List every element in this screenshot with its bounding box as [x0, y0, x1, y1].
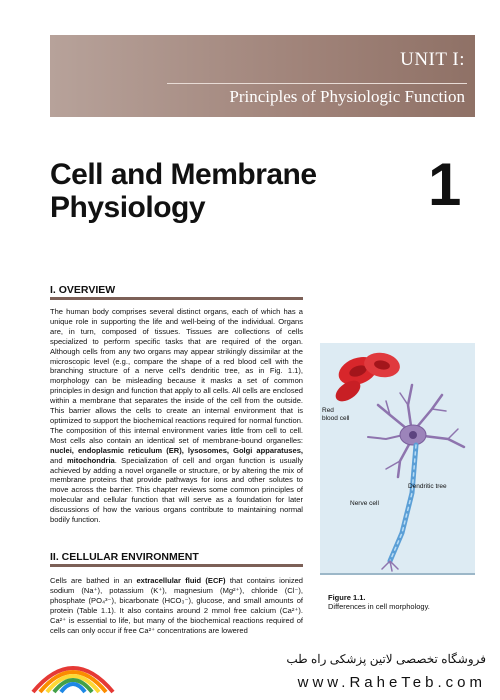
overview-paragraph: The human body comprises several distinc… [50, 307, 303, 525]
section-rule-overview [50, 297, 303, 300]
chapter-title-line-2: Physiology [50, 191, 206, 224]
store-footer: فروشگاه تخصصی لاتین پزشکی راه طب www.Rah… [0, 642, 500, 700]
overview-text-a: The human body comprises several distinc… [50, 307, 303, 445]
overview-text-b: and [50, 455, 67, 465]
cellenv-text-b: that contains ionized sodium (Na⁺), pota… [50, 576, 304, 635]
store-name: فروشگاه تخصصی لاتین پزشکی راه طب [286, 652, 486, 666]
chapter-title-line-1: Cell and Membrane [50, 158, 317, 191]
figure-label-dendritic-tree: Dendritic tree [408, 483, 447, 490]
overview-organelles-2: mitochondria [66, 455, 115, 465]
section-rule-cellular-environment [50, 564, 303, 567]
ecf-term: extracellular fluid (ECF) [136, 576, 226, 585]
overview-organelles-1: nuclei, endoplasmic reticulum (ER), lyso… [50, 445, 303, 455]
figure-label-red-blood-cell: Red blood cell [322, 407, 349, 422]
overview-text-c: . Specialization of cell and organ funct… [50, 455, 303, 525]
unit-banner: UNIT I: Principles of Physiologic Functi… [50, 35, 475, 117]
cellenv-text-a: Cells are bathed in an [50, 576, 137, 585]
unit-label: UNIT I: [400, 49, 465, 70]
figure-rule [320, 573, 475, 575]
figure-title: Figure 1.1. [328, 593, 366, 602]
red-blood-cell-illustration [335, 352, 400, 402]
unit-subtitle: Principles of Physiologic Function [229, 87, 465, 106]
chapter-title: Cell and Membrane Physiology [50, 158, 370, 224]
cellular-environment-paragraph: Cells are bathed in an extracellular flu… [50, 576, 303, 635]
section-heading-overview: I. OVERVIEW [50, 284, 116, 296]
label-rbc-line-1: Red [322, 407, 334, 414]
store-logo-icon [31, 666, 115, 694]
figure-label-nerve-cell: Nerve cell [350, 500, 379, 507]
banner-divider [167, 83, 467, 84]
figure-panel: Red blood cell Dendritic tree Nerve cell [320, 343, 475, 573]
figure-caption: Differences in cell morphology. [328, 602, 430, 611]
store-url[interactable]: www.RaheTeb.com [297, 674, 486, 691]
chapter-number: 1 [428, 151, 462, 218]
label-rbc-line-2: blood cell [322, 414, 350, 422]
cell-morphology-illustration [335, 352, 466, 572]
nerve-cell-illustration [367, 383, 466, 572]
section-heading-cellular-environment: II. CELLULAR ENVIRONMENT [50, 551, 199, 563]
